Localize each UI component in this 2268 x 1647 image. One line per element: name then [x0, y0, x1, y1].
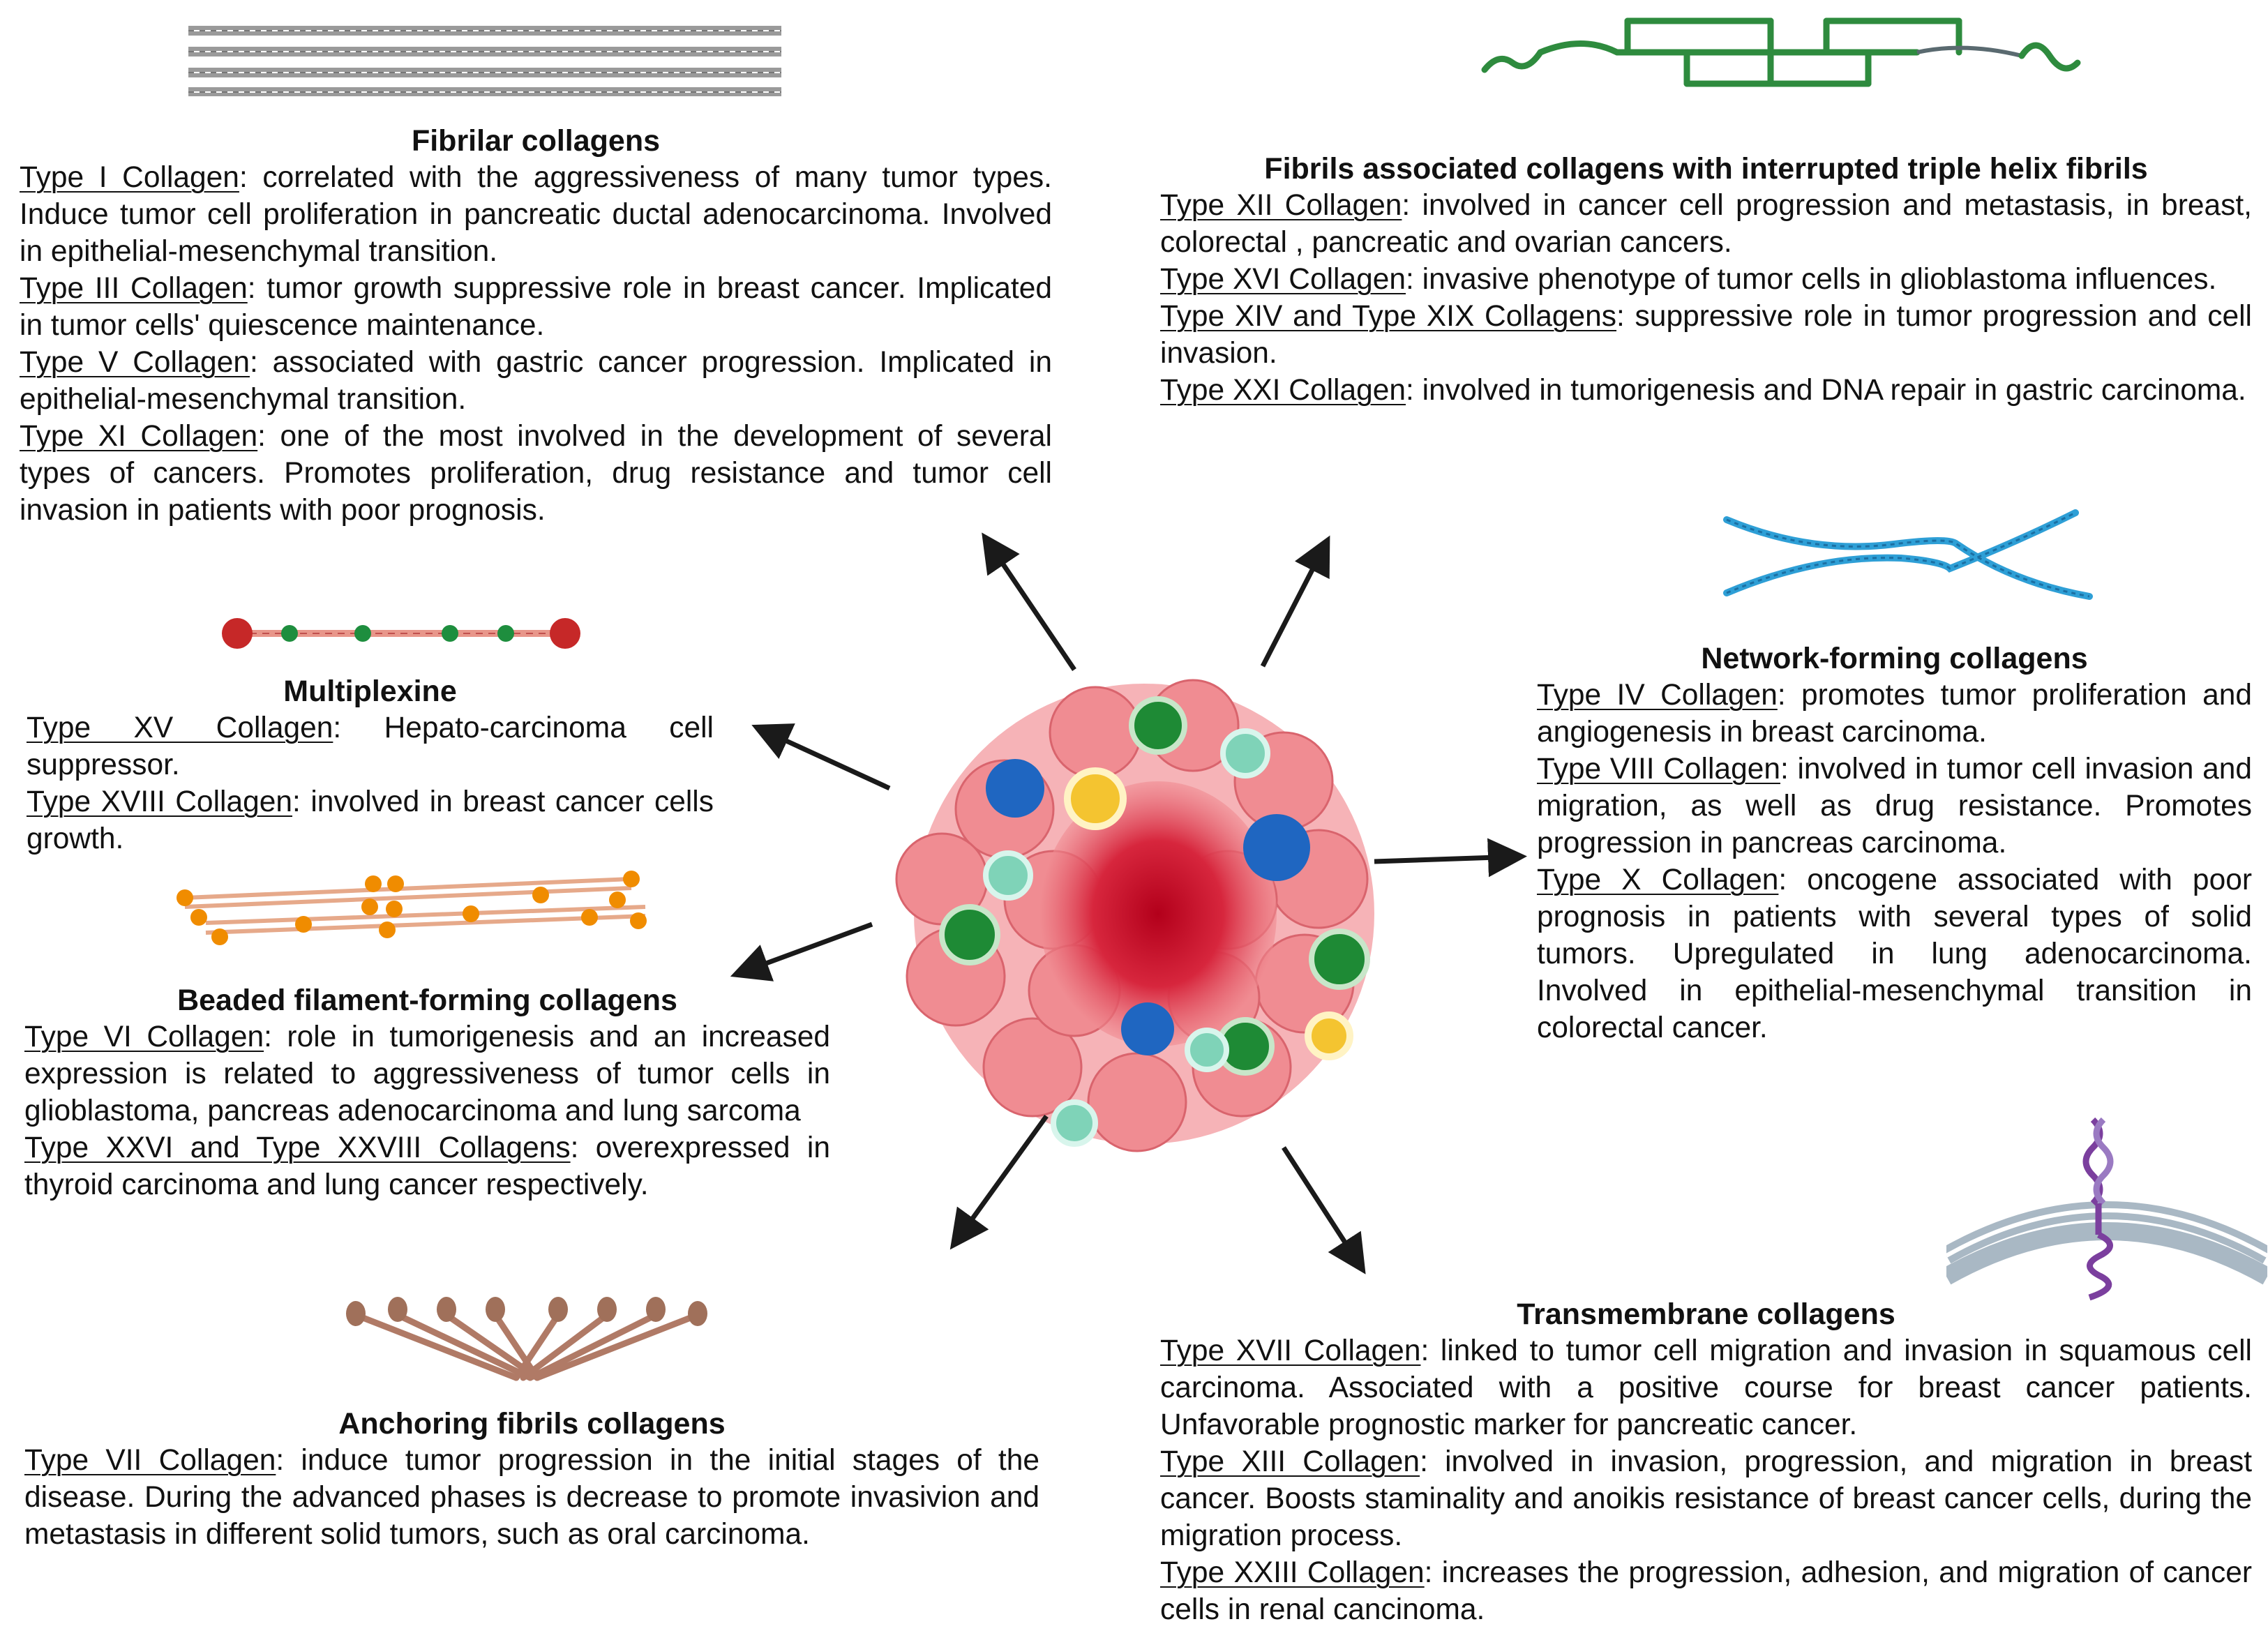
type-xii-entry: Type XII Collagen: involved in cancer ce… [1160, 187, 2252, 261]
fibrilar-panel: Fibrilar collagens Type I Collagen: corr… [20, 123, 1052, 529]
collagen-description: : invasive phenotype of tumor cells in g… [1406, 263, 2217, 296]
network-panel: Network-forming collagens Type IV Collag… [1537, 640, 2252, 1046]
type-x-entry: Type X Collagen: oncogene associated wit… [1537, 862, 2252, 1046]
collagen-description: : one of the most involved in the develo… [20, 420, 1052, 527]
arrow-to-facit [1260, 535, 1330, 668]
network-title: Network-forming collagens [1701, 642, 2088, 675]
collagen-description: : involved in cancer cell progression an… [1160, 189, 2252, 259]
immune-cells [939, 696, 1370, 1147]
type-xviii-entry: Type XVIII Collagen: involved in breast … [27, 783, 714, 857]
collagen-type-name: Type III Collagen [20, 272, 248, 305]
type-vii-entry: Type VII Collagen: induce tumor progress… [24, 1442, 1039, 1553]
type-xxvi-xxviii-entry: Type XXVI and Type XXVIII Collagens: ove… [24, 1129, 830, 1203]
collagen-type-name: Type X Collagen [1537, 864, 1779, 896]
transmembrane-panel: Transmembrane collagens Type XVII Collag… [1160, 1296, 2252, 1628]
collagen-description: : role in tumorigenesis and an increased… [24, 1021, 830, 1127]
type-xv-entry: Type XV Collagen: Hepato-carcinoma cell … [27, 709, 714, 783]
tumor-microenvironment-illustration [895, 679, 1374, 1152]
collagen-type-name: Type V Collagen [20, 346, 250, 379]
collagen-type-name: Type XXVI and Type XXVIII Collagens [24, 1131, 571, 1164]
multiplexin-illustration [222, 618, 580, 649]
fibrilar-strands [188, 26, 781, 96]
transmembrane-title: Transmembrane collagens [1517, 1298, 1895, 1331]
collagen-description: : linked to tumor cell migration and inv… [1160, 1334, 2252, 1441]
type-v-entry: Type V Collagen: associated with gastric… [20, 344, 1052, 418]
collagen-type-name: Type XXI Collagen [1160, 374, 1406, 407]
beaded-collagen-illustration [177, 871, 647, 945]
arrow-to-beaded [730, 922, 873, 982]
type-iii-entry: Type III Collagen: tumor growth suppress… [20, 270, 1052, 344]
arrow-to-fibrilar [982, 532, 1076, 671]
type-vi-entry: Type VI Collagen: role in tumorigenesis … [24, 1018, 830, 1129]
multiplexine-panel: Multiplexine Type XV Collagen: Hepato-ca… [27, 673, 714, 857]
type-xi-entry: Type XI Collagen: one of the most involv… [20, 418, 1052, 529]
arrow-to-anchoring [949, 1114, 1049, 1250]
collagen-type-name: Type VI Collagen [24, 1021, 264, 1053]
multiplexine-title: Multiplexine [283, 675, 457, 708]
collagen-description: : associated with gastric cancer progres… [20, 346, 1052, 416]
collagen-description: : tumor growth suppressive role in breas… [20, 272, 1052, 342]
collagen-type-name: Type XVIII Collagen [27, 785, 293, 818]
collagen-type-name: Type VII Collagen [24, 1444, 276, 1477]
collagen-description: : correlated with the aggressiveness of … [20, 161, 1052, 268]
anchoring-title: Anchoring fibrils collagens [338, 1407, 726, 1441]
collagen-description: : involved in breast cancer cells growth… [27, 785, 714, 855]
collagen-description: : Hepato-carcinoma cell suppressor. [27, 712, 714, 781]
anchoring-collagen-illustration [346, 1297, 707, 1381]
arrow-to-transmembrane [1282, 1146, 1366, 1274]
collagen-type-name: Type I Collagen [20, 161, 239, 194]
collagen-description: : induce tumor progression in the initia… [24, 1444, 1039, 1551]
collagen-description: : oncogene associated with poor prognosi… [1537, 864, 2252, 1044]
type-iv-entry: Type IV Collagen: promotes tumor prolife… [1537, 677, 2252, 751]
beaded-panel: Beaded filament-forming collagens Type V… [24, 982, 830, 1203]
fibrilar-collagen-illustration [188, 26, 781, 96]
collagen-description: : overexpressed in thyroid carcinoma and… [24, 1131, 830, 1201]
tumor-core [1039, 781, 1277, 1046]
arrow-to-multiplexine [751, 723, 891, 791]
type-xxiii-entry: Type XXIII Collagen: increases the progr… [1160, 1554, 2252, 1628]
collagen-type-name: Type VIII Collagen [1537, 753, 1780, 785]
fibrilar-title: Fibrilar collagens [411, 124, 661, 158]
collagen-description: : suppressive role in tumor progression … [1160, 300, 2252, 370]
anchoring-panel: Anchoring fibrils collagens Type VII Col… [24, 1406, 1039, 1553]
facit-panel: Fibrils associated collagens with interr… [1160, 151, 2252, 409]
type-xiv-xix-entry: Type XIV and Type XIX Collagens: suppres… [1160, 298, 2252, 372]
collagen-type-name: Type IV Collagen [1537, 679, 1778, 712]
collagen-type-name: Type XXIII Collagen [1160, 1556, 1425, 1589]
collagen-description: : involved in invasion, progression, and… [1160, 1445, 2252, 1552]
type-xvi-entry: Type XVI Collagen: invasive phenotype of… [1160, 261, 2252, 298]
collagen-type-name: Type XV Collagen [27, 712, 333, 744]
beaded-title: Beaded filament-forming collagens [177, 984, 677, 1017]
collagen-description: : promotes tumor proliferation and angio… [1537, 679, 2252, 749]
collagen-type-name: Type XVI Collagen [1160, 263, 1406, 296]
collagen-type-name: Type XIV and Type XIX Collagens [1160, 300, 1617, 333]
type-xvii-entry: Type XVII Collagen: linked to tumor cell… [1160, 1332, 2252, 1443]
type-viii-entry: Type VIII Collagen: involved in tumor ce… [1537, 751, 2252, 862]
type-i-entry: Type I Collagen: correlated with the agg… [20, 159, 1052, 270]
network-collagen-illustration [1723, 509, 2093, 600]
collagen-type-name: Type XIII Collagen [1160, 1445, 1420, 1478]
type-xxi-entry: Type XXI Collagen: involved in tumorigen… [1160, 372, 2252, 409]
facit-collagen-illustration [1481, 17, 2081, 87]
collagen-type-name: Type XII Collagen [1160, 189, 1402, 222]
collagen-description: : involved in tumorigenesis and DNA repa… [1406, 374, 2246, 407]
collagen-description: : involved in tumor cell invasion and mi… [1537, 753, 2252, 859]
collagen-type-name: Type XI Collagen [20, 420, 258, 453]
facit-title: Fibrils associated collagens with interr… [1264, 152, 2148, 186]
type-xiii-entry: Type XIII Collagen: involved in invasion… [1160, 1443, 2252, 1554]
collagen-description: : increases the progression, adhesion, a… [1160, 1556, 2252, 1626]
collagen-type-name: Type XVII Collagen [1160, 1334, 1421, 1367]
arrow-to-network [1374, 838, 1527, 878]
transmembrane-collagen-illustration [1946, 1117, 2267, 1301]
